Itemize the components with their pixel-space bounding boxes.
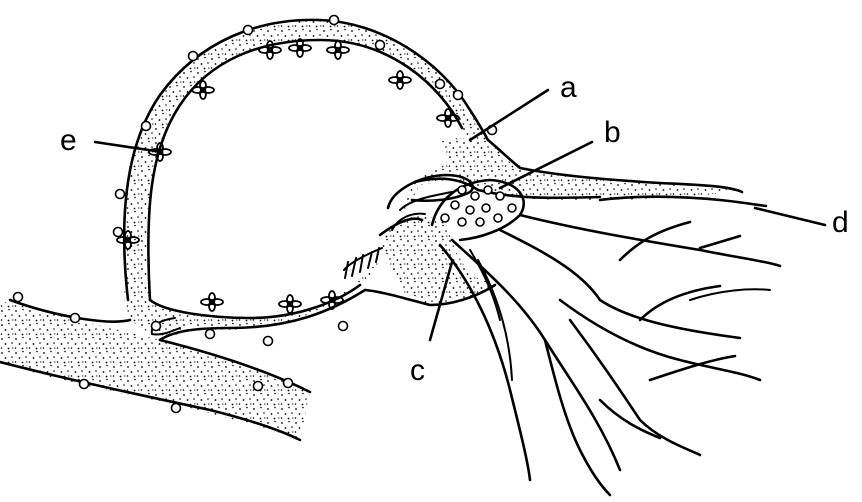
bulb bbox=[454, 91, 463, 100]
star-cell bbox=[389, 71, 411, 89]
bulb bbox=[244, 26, 253, 35]
cell bbox=[508, 204, 516, 212]
cell bbox=[458, 186, 466, 194]
cell bbox=[484, 186, 492, 194]
cell bbox=[476, 218, 484, 226]
bulb bbox=[116, 190, 125, 199]
fan-branch-9 bbox=[650, 356, 735, 380]
star-cell bbox=[279, 295, 301, 313]
bulb bbox=[436, 80, 445, 89]
fan-branch-7 bbox=[620, 222, 690, 260]
bulb bbox=[254, 382, 263, 391]
bulb bbox=[80, 380, 89, 389]
star-cell bbox=[327, 41, 349, 59]
fan-branch-4 bbox=[560, 300, 760, 380]
bulb bbox=[376, 41, 385, 50]
label-b: b bbox=[604, 116, 621, 149]
fan-branch-2 bbox=[520, 215, 780, 266]
label-e: e bbox=[60, 124, 77, 157]
bulb bbox=[114, 228, 123, 237]
fan-branch-13 bbox=[690, 289, 770, 300]
cell bbox=[451, 201, 459, 209]
bulb bbox=[339, 322, 348, 331]
cell bbox=[482, 204, 490, 212]
labels: a b c d e bbox=[60, 71, 849, 387]
bulb bbox=[152, 322, 161, 331]
bulb bbox=[189, 52, 198, 61]
leader-line-a bbox=[470, 90, 548, 140]
fan-branch-11 bbox=[478, 260, 512, 380]
label-d: d bbox=[832, 206, 849, 239]
cell bbox=[466, 206, 474, 214]
ring-projections bbox=[344, 248, 382, 278]
leader-line-d2 bbox=[700, 236, 740, 248]
cell bbox=[494, 214, 502, 222]
bulb bbox=[14, 293, 23, 302]
bulb bbox=[206, 330, 215, 339]
fan-branch-8 bbox=[640, 286, 720, 320]
label-a: a bbox=[560, 71, 577, 104]
label-c: c bbox=[410, 354, 425, 387]
cell bbox=[496, 192, 504, 200]
stippled-tissue bbox=[0, 20, 740, 440]
bulb bbox=[71, 314, 80, 323]
fan-branch-3 bbox=[600, 197, 766, 206]
fan-branch-5 bbox=[570, 320, 700, 455]
bulb bbox=[142, 122, 151, 131]
cell bbox=[441, 214, 449, 222]
bulb bbox=[172, 404, 181, 413]
branching-fan bbox=[440, 197, 780, 495]
star-cell bbox=[201, 293, 223, 311]
bulb bbox=[264, 337, 273, 346]
leader-line-d bbox=[755, 208, 825, 225]
bulb bbox=[330, 16, 339, 25]
cell bbox=[471, 192, 479, 200]
leader-lines bbox=[95, 90, 825, 340]
cell bbox=[458, 218, 466, 226]
bulb bbox=[284, 379, 293, 388]
